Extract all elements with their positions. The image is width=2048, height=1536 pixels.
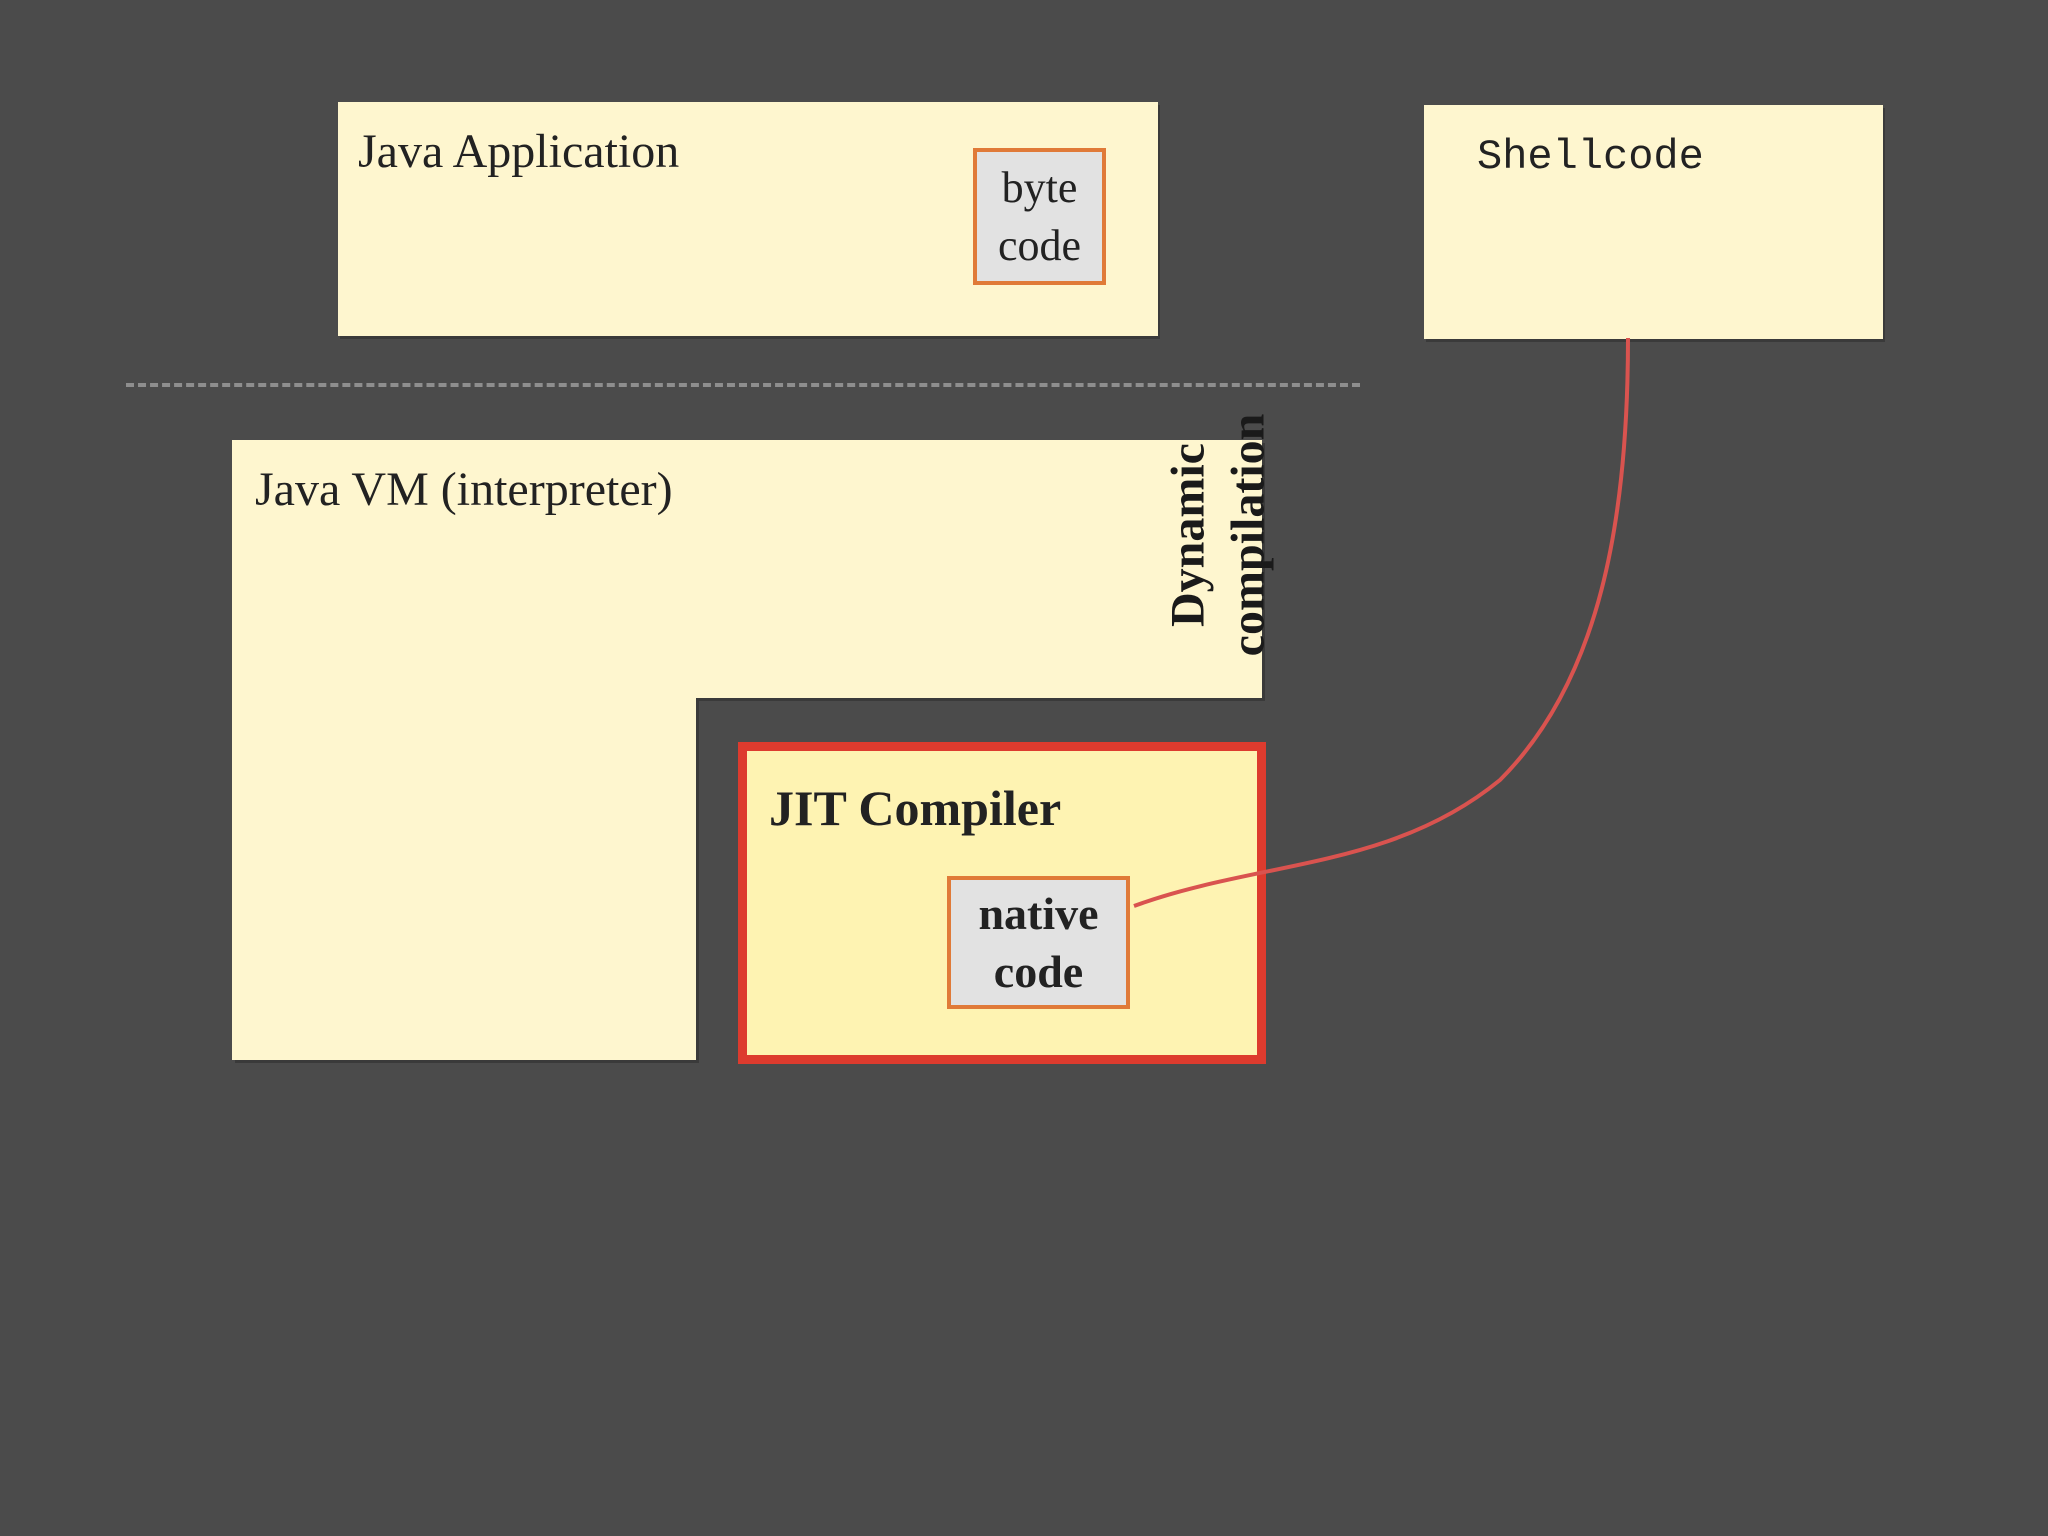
jvm-title: Java VM (interpreter) [255,463,673,516]
dynamic-compilation-line1: Dynamic [1161,443,1215,627]
dynamic-compilation-label: Dynamic compilation [1098,414,1338,657]
native-code-label-line1: native [978,887,1099,939]
bytecode-box: byte code [973,148,1106,285]
java-application-title: Java Application [358,125,680,178]
dynamic-compilation-line2: compilation [1221,413,1275,657]
bytecode-label-line1: byte [1001,162,1078,212]
jit-compiler-title: JIT Compiler [769,780,1062,836]
shellcode-box: Shellcode [1424,105,1883,339]
native-code-box: native code [947,876,1130,1009]
shellcode-title: Shellcode [1477,133,1704,181]
bytecode-label-line2: code [997,220,1082,270]
layer-separator [126,383,1360,387]
native-code-label-line2: code [993,945,1084,997]
